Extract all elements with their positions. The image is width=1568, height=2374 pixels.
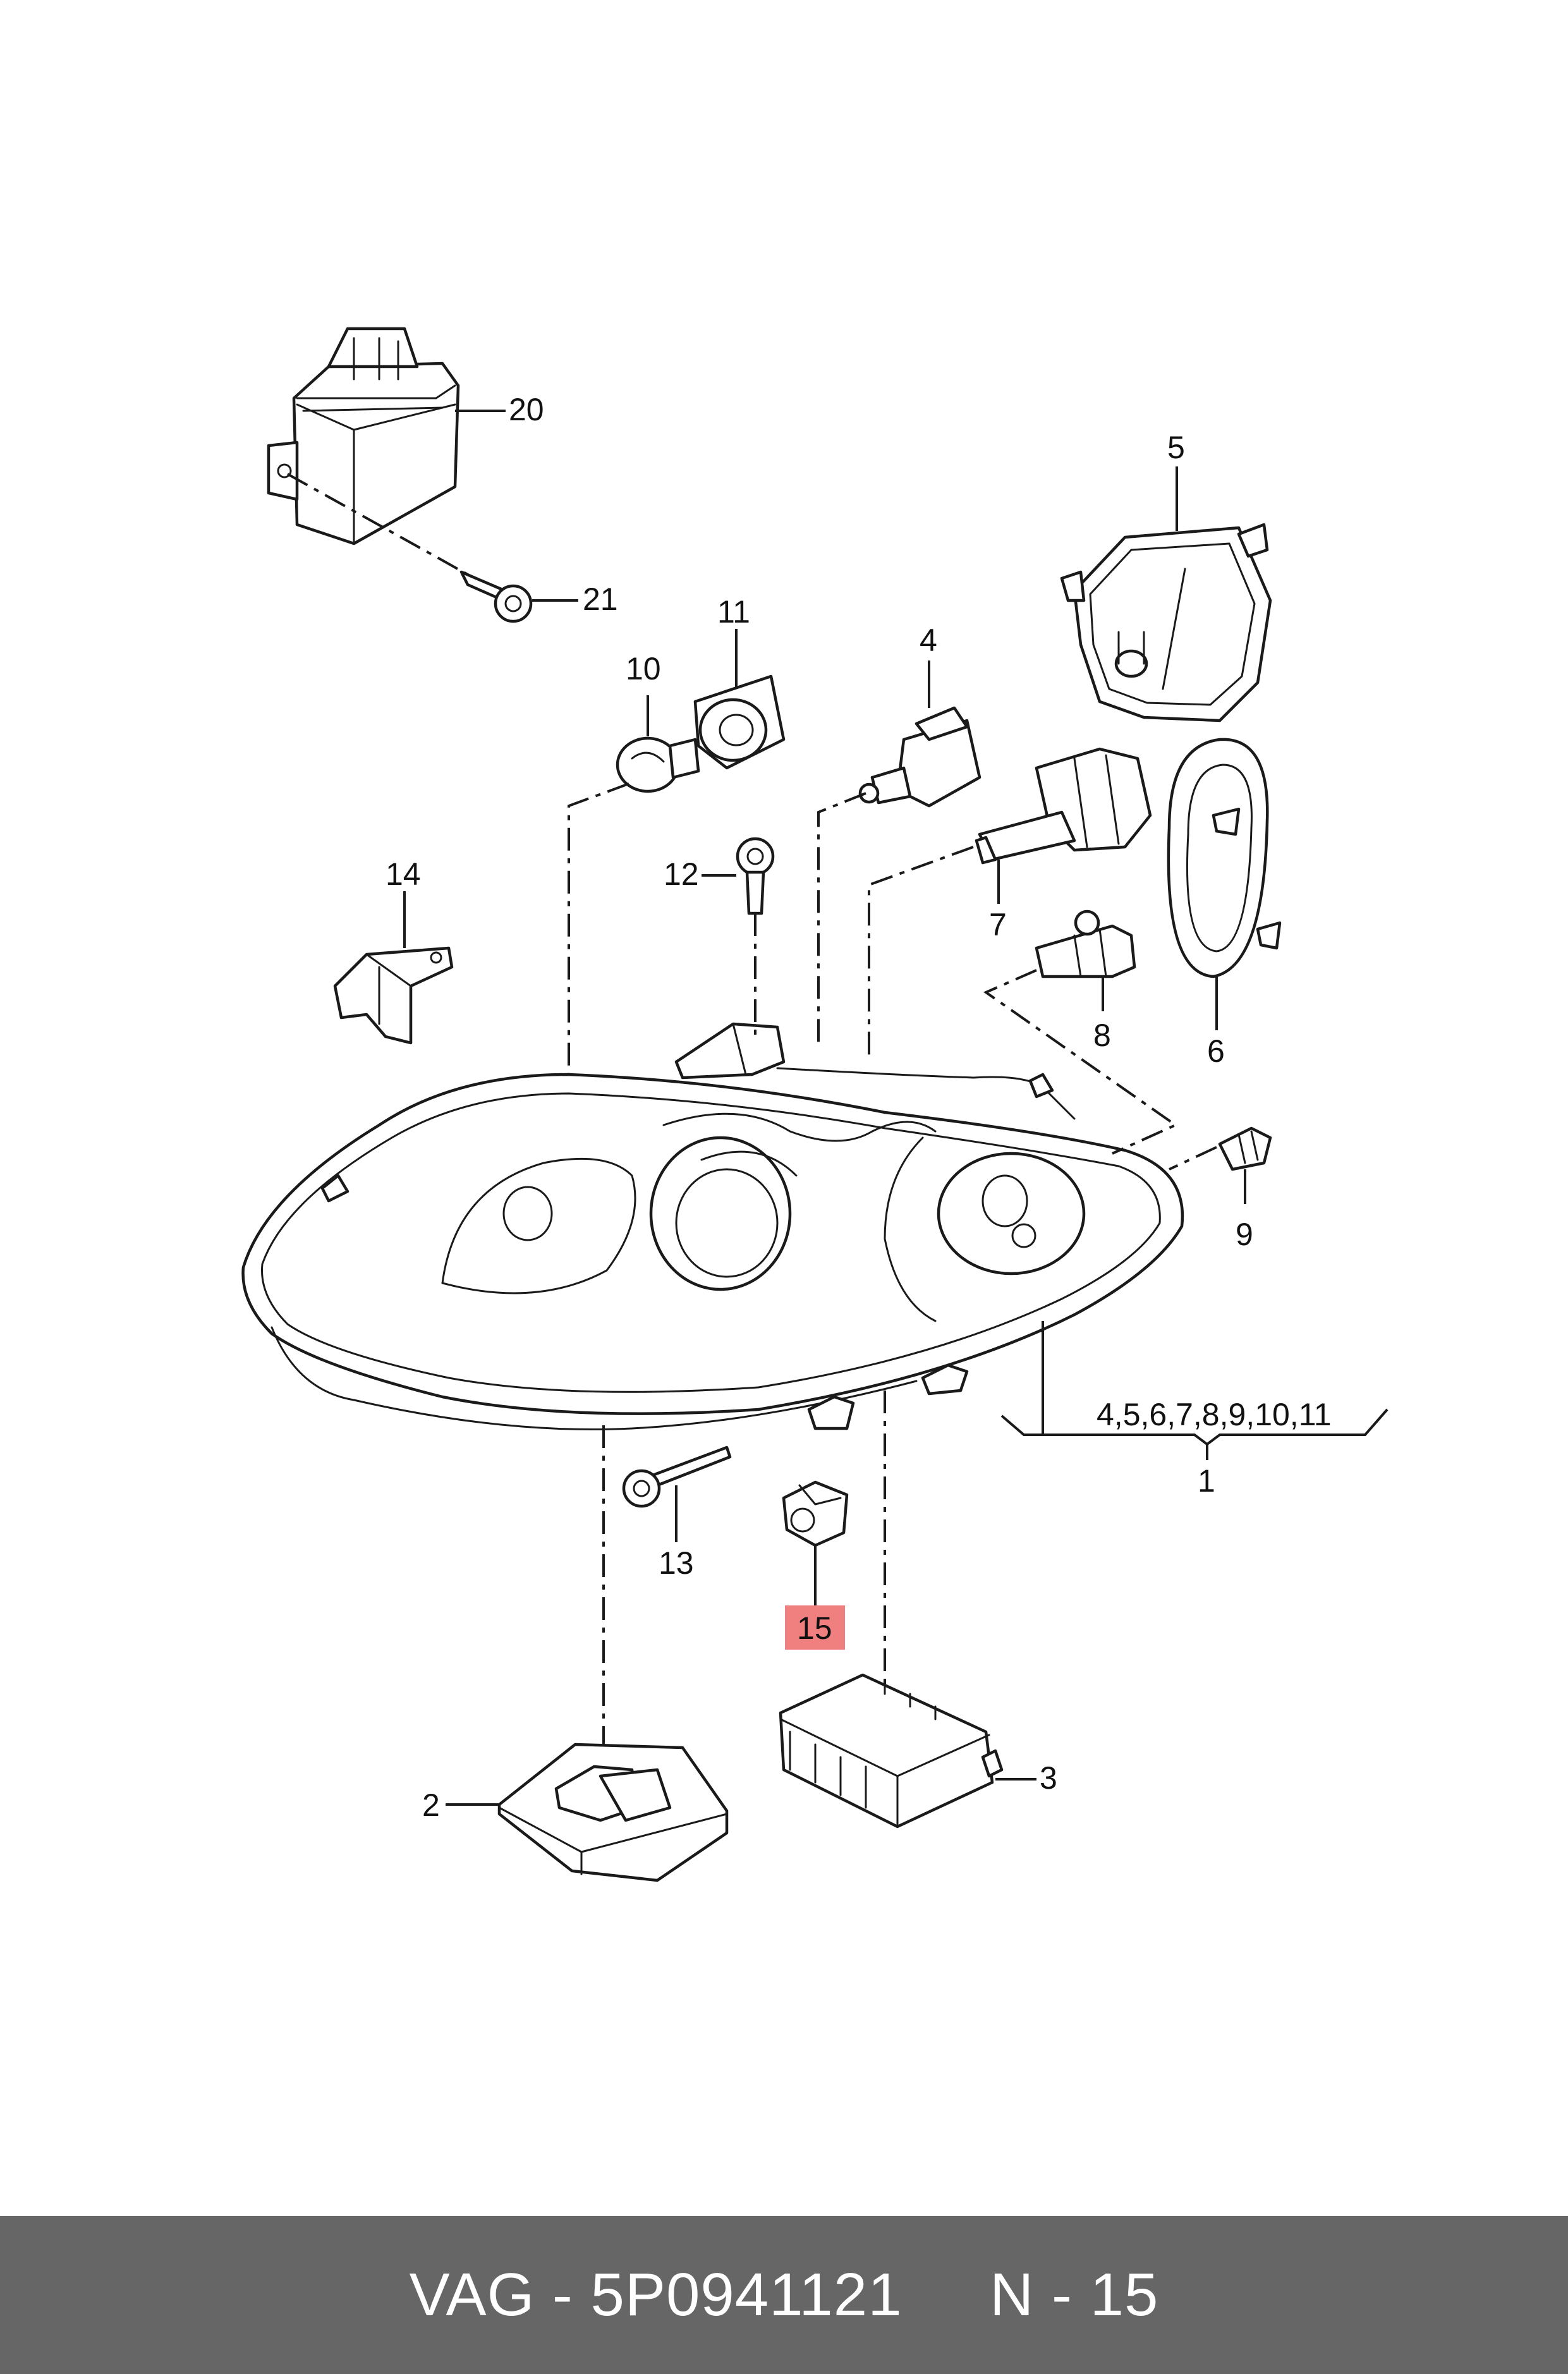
callout-14: 14 [386,856,421,892]
part-12-screw[interactable] [736,837,775,915]
part-13-screw[interactable] [622,1446,732,1508]
part-10-bulb[interactable] [616,736,700,793]
callout-5: 5 [1167,430,1185,465]
callout-group-1: 4,5,6,7,8,9,10,11 [1097,1397,1332,1432]
part-9-bulb[interactable] [1218,1126,1272,1171]
part-15-clip[interactable] [782,1480,849,1547]
part-3-control-unit[interactable] [779,1673,1004,1829]
part-7-xenon-bulb[interactable] [975,747,1152,865]
part-21-screw[interactable] [459,570,533,623]
callout-7: 7 [989,907,1007,942]
parts-diagram: 20 21 10 11 4 5 [241,327,1389,1882]
part-2-ballast[interactable] [497,1743,729,1882]
callout-12: 12 [664,856,699,892]
callout-15[interactable]: 15 [797,1610,832,1646]
callout-20: 20 [509,392,544,427]
footer-bar: VAG - 5P0941121 N - 15 [0,2216,1568,2374]
callout-2: 2 [422,1787,440,1823]
callout-6: 6 [1207,1033,1225,1069]
part-6-retaining-ring[interactable] [1167,738,1282,978]
callout-9: 9 [1236,1217,1253,1252]
part-5-cover[interactable] [1060,523,1272,722]
part-number-label: VAG - 5P0941121 N - 15 [409,2261,1159,2328]
part-4-socket[interactable] [858,706,982,808]
callout-13: 13 [659,1545,694,1581]
part-14-bracket[interactable] [333,946,454,1045]
callout-21: 21 [583,581,618,617]
part-1-headlight-housing[interactable] [241,1022,1184,1431]
callout-10: 10 [626,651,661,686]
callout-11: 11 [717,594,750,630]
callout-8: 8 [1093,1018,1111,1053]
part-11-bulb-holder[interactable] [693,674,786,770]
callout-1: 1 [1198,1463,1215,1499]
callout-4: 4 [920,623,937,658]
callout-3: 3 [1040,1760,1057,1796]
part-20-control-module[interactable] [267,327,460,545]
highlight-15 [785,1605,845,1650]
part-8-bulb[interactable] [1035,910,1136,978]
